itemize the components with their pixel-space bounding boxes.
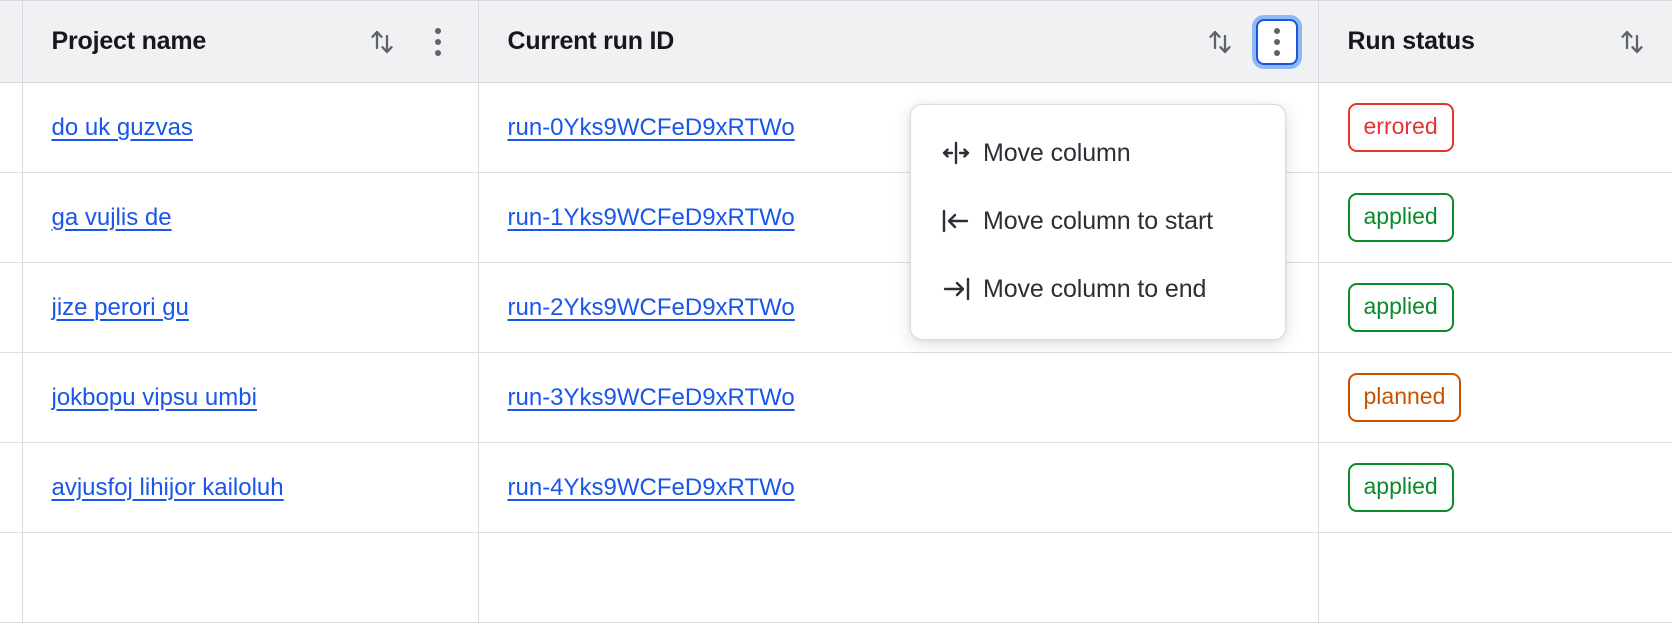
status-badge: applied [1347,193,1454,242]
project-name-link[interactable]: ga vujlis de [51,203,172,231]
status-badge: planned [1347,373,1462,422]
status-badge: applied [1347,283,1454,332]
column-menu-button-current-run-id[interactable] [1255,18,1298,65]
cell-run-status: errored [1318,82,1672,173]
kebab-menu-icon [434,27,441,56]
cell-run-status: applied [1318,262,1672,353]
column-header-run-status[interactable]: Run status [1318,0,1672,83]
run-id-link[interactable]: run-2Yks9WCFeD9xRTWo [507,293,795,321]
move-column-icon [939,140,983,166]
kebab-menu-icon [1273,27,1280,56]
run-id-link[interactable]: run-0Yks9WCFeD9xRTWo [507,113,795,141]
cell-project-name: avjusfoj lihijor kailoluh [22,442,479,533]
project-name-link[interactable]: jokbopu vipsu umbi [51,383,257,411]
table-body: do uk guzvas run-0Yks9WCFeD9xRTWo errore… [0,82,1672,623]
menu-item-move-column-to-start[interactable]: Move column to start [911,187,1285,255]
menu-item-label: Move column [983,138,1131,167]
status-badge: applied [1347,463,1454,512]
table-row[interactable]: jokbopu vipsu umbi run-3Yks9WCFeD9xRTWo … [0,352,1672,443]
status-badge: errored [1347,103,1454,152]
cell-project-name [22,532,479,623]
run-id-link[interactable]: run-1Yks9WCFeD9xRTWo [507,203,795,231]
cell-run-status: planned [1318,352,1672,443]
row-select-gutter-cell[interactable] [0,82,23,173]
table-row[interactable]: avjusfoj lihijor kailoluh run-4Yks9WCFeD… [0,442,1672,533]
table-row[interactable]: ga vujlis de run-1Yks9WCFeD9xRTWo applie… [0,172,1672,263]
table-row[interactable]: do uk guzvas run-0Yks9WCFeD9xRTWo errore… [0,82,1672,173]
move-to-end-icon [939,276,983,302]
column-header-current-run-id[interactable]: Current run ID [478,0,1319,83]
cell-current-run-id: run-4Yks9WCFeD9xRTWo [478,442,1319,533]
column-header-label-project-name: Project name [51,27,207,55]
menu-item-move-column-to-end[interactable]: Move column to end [911,255,1285,323]
project-name-link[interactable]: avjusfoj lihijor kailoluh [51,473,284,501]
cell-project-name: do uk guzvas [22,82,479,173]
table-row[interactable] [0,532,1672,623]
column-header-project-name[interactable]: Project name [22,0,479,83]
cell-run-status [1318,532,1672,623]
project-name-link[interactable]: jize perori gu [51,293,189,321]
column-options-menu[interactable]: Move column Move column to start Move co… [910,104,1286,340]
menu-item-label: Move column to end [983,274,1207,303]
row-select-gutter-header [0,0,23,83]
cell-run-status: applied [1318,172,1672,263]
move-to-start-icon [939,208,983,234]
table-header: Project name [0,0,1672,83]
cell-project-name: jize perori gu [22,262,479,353]
column-header-label-current-run-id: Current run ID [507,27,675,55]
row-select-gutter-cell[interactable] [0,352,23,443]
cell-current-run-id: run-3Yks9WCFeD9xRTWo [478,352,1319,443]
row-select-gutter-cell[interactable] [0,262,23,353]
row-select-gutter-cell[interactable] [0,532,23,623]
sort-updown-icon[interactable] [1612,22,1652,62]
sort-updown-icon[interactable] [1200,22,1240,62]
run-id-link[interactable]: run-3Yks9WCFeD9xRTWo [507,383,795,411]
table-row[interactable]: jize perori gu run-2Yks9WCFeD9xRTWo appl… [0,262,1672,353]
sort-updown-icon[interactable] [362,22,402,62]
table-header-row: Project name [0,0,1672,83]
cell-run-status: applied [1318,442,1672,533]
cell-project-name: jokbopu vipsu umbi [22,352,479,443]
run-id-link[interactable]: run-4Yks9WCFeD9xRTWo [507,473,795,501]
column-menu-button-project-name[interactable] [418,22,458,62]
project-name-link[interactable]: do uk guzvas [51,113,193,141]
column-header-label-run-status: Run status [1347,27,1475,55]
row-select-gutter-cell[interactable] [0,442,23,533]
cell-current-run-id [478,532,1319,623]
menu-item-label: Move column to start [983,206,1214,235]
menu-item-move-column[interactable]: Move column [911,119,1285,187]
row-select-gutter-cell[interactable] [0,172,23,263]
cell-project-name: ga vujlis de [22,172,479,263]
